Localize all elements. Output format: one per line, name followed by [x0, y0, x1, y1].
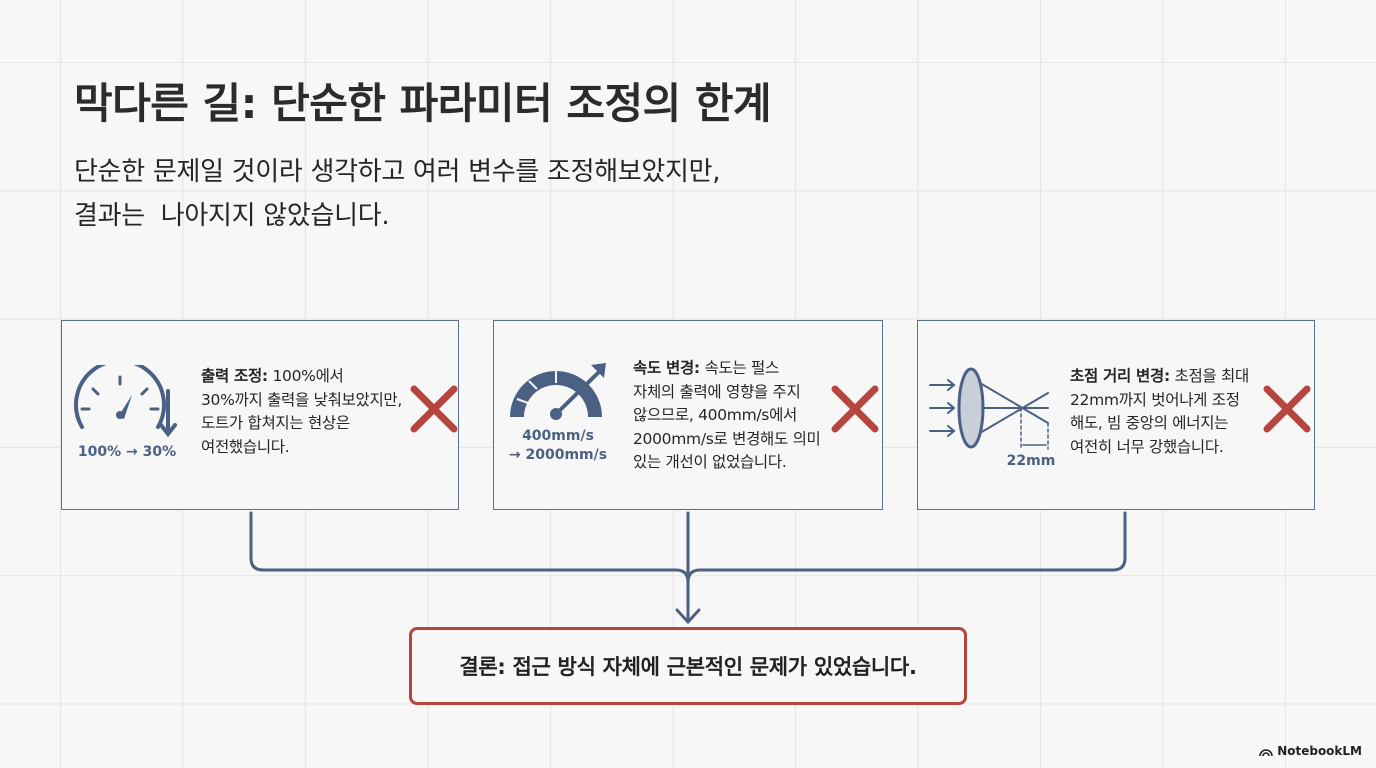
conclusion-box: 결론: 접근 방식 자체에 근본적인 문제가 있었습니다.	[409, 627, 967, 705]
page-title: 막다른 길: 단순한 파라미터 조정의 한계	[74, 79, 772, 128]
card-speed-change: 400mm/s → 2000mm/s 속도 변경: 속도는 펄스 자체의 출력에…	[493, 320, 883, 510]
card-2-line-1: 속도는 펄스	[699, 359, 779, 377]
card-3-line-2: 22mm까지 벗어나게 조정	[1070, 390, 1240, 409]
subtitle-line-2: 결과는 나아지지 않았습니다.	[74, 201, 390, 231]
brand-label: NotebookLM	[1277, 744, 1362, 758]
connector-right	[686, 511, 1127, 584]
card-1-description: 출력 조정: 100%에서 30%까지 출력을 낮춰보았지만, 도트가 합쳐지는…	[201, 365, 402, 459]
card-2-caption-line-2: → 2000mm/s	[508, 447, 608, 463]
card-3-caption: 22mm	[1006, 453, 1056, 469]
card-2-line-4: 2000mm/s로 변경해도 의미	[633, 429, 821, 448]
speedometer-icon	[510, 363, 606, 420]
lens-focus-icon	[929, 367, 1049, 450]
card-3-heading: 초점 거리 변경:	[1070, 367, 1170, 385]
connector-left	[249, 511, 690, 584]
card-2-line-2: 자체의 출력에 영향을 주지	[633, 382, 801, 401]
card-1-caption: 100% → 30%	[77, 444, 177, 460]
card-1-line-4: 여전했습니다.	[201, 437, 290, 456]
connector-arrowhead	[675, 608, 701, 624]
card-1-line-2: 30%까지 출력을 낮춰보았지만,	[201, 390, 402, 409]
card-1-line-3: 도트가 합쳐지는 현상은	[201, 414, 350, 432]
conclusion-text: 결론: 접근 방식 자체에 근본적인 문제가 있었습니다.	[459, 655, 917, 679]
x-icon	[410, 385, 458, 433]
card-3-line-1: 초점을 최대	[1169, 367, 1249, 385]
card-2-line-3: 않으므로, 400mm/s에서	[633, 406, 797, 424]
x-icon	[831, 385, 879, 433]
card-1-line-1: 100%에서	[267, 367, 344, 385]
card-focal-distance-change: 22mm 초점 거리 변경: 초점을 최대 22mm까지 벗어나게 조정 해도,…	[917, 320, 1315, 510]
card-output-adjustment: 100% → 30% 출력 조정: 100%에서 30%까지 출력을 낮춰보았지…	[61, 320, 459, 510]
card-3-description: 초점 거리 변경: 초점을 최대 22mm까지 벗어나게 조정 해도, 빔 중앙…	[1070, 365, 1249, 459]
card-1-heading: 출력 조정:	[201, 367, 268, 385]
card-2-line-5: 있는 개선이 없었습니다.	[633, 453, 787, 471]
subtitle: 단순한 문제일 것이라 생각하고 여러 변수를 조정해보았지만, 결과는 나아지…	[74, 150, 721, 238]
card-2-description: 속도 변경: 속도는 펄스 자체의 출력에 영향을 주지 않으므로, 400mm…	[633, 357, 821, 475]
x-icon	[1263, 385, 1311, 433]
card-3-line-4: 여전히 너무 강했습니다.	[1070, 437, 1224, 456]
notebooklm-logo-icon	[1259, 749, 1273, 756]
card-2-caption-line-1: 400mm/s	[522, 428, 594, 444]
card-3-line-3: 해도, 빔 중앙의 에너지는	[1070, 414, 1229, 432]
brand-watermark: NotebookLM	[1259, 744, 1362, 758]
subtitle-line-1: 단순한 문제일 것이라 생각하고 여러 변수를 조정해보았지만,	[74, 157, 721, 187]
gauge-down-icon	[74, 365, 177, 438]
card-2-heading: 속도 변경:	[633, 359, 700, 377]
card-2-caption: 400mm/s → 2000mm/s	[500, 427, 616, 465]
